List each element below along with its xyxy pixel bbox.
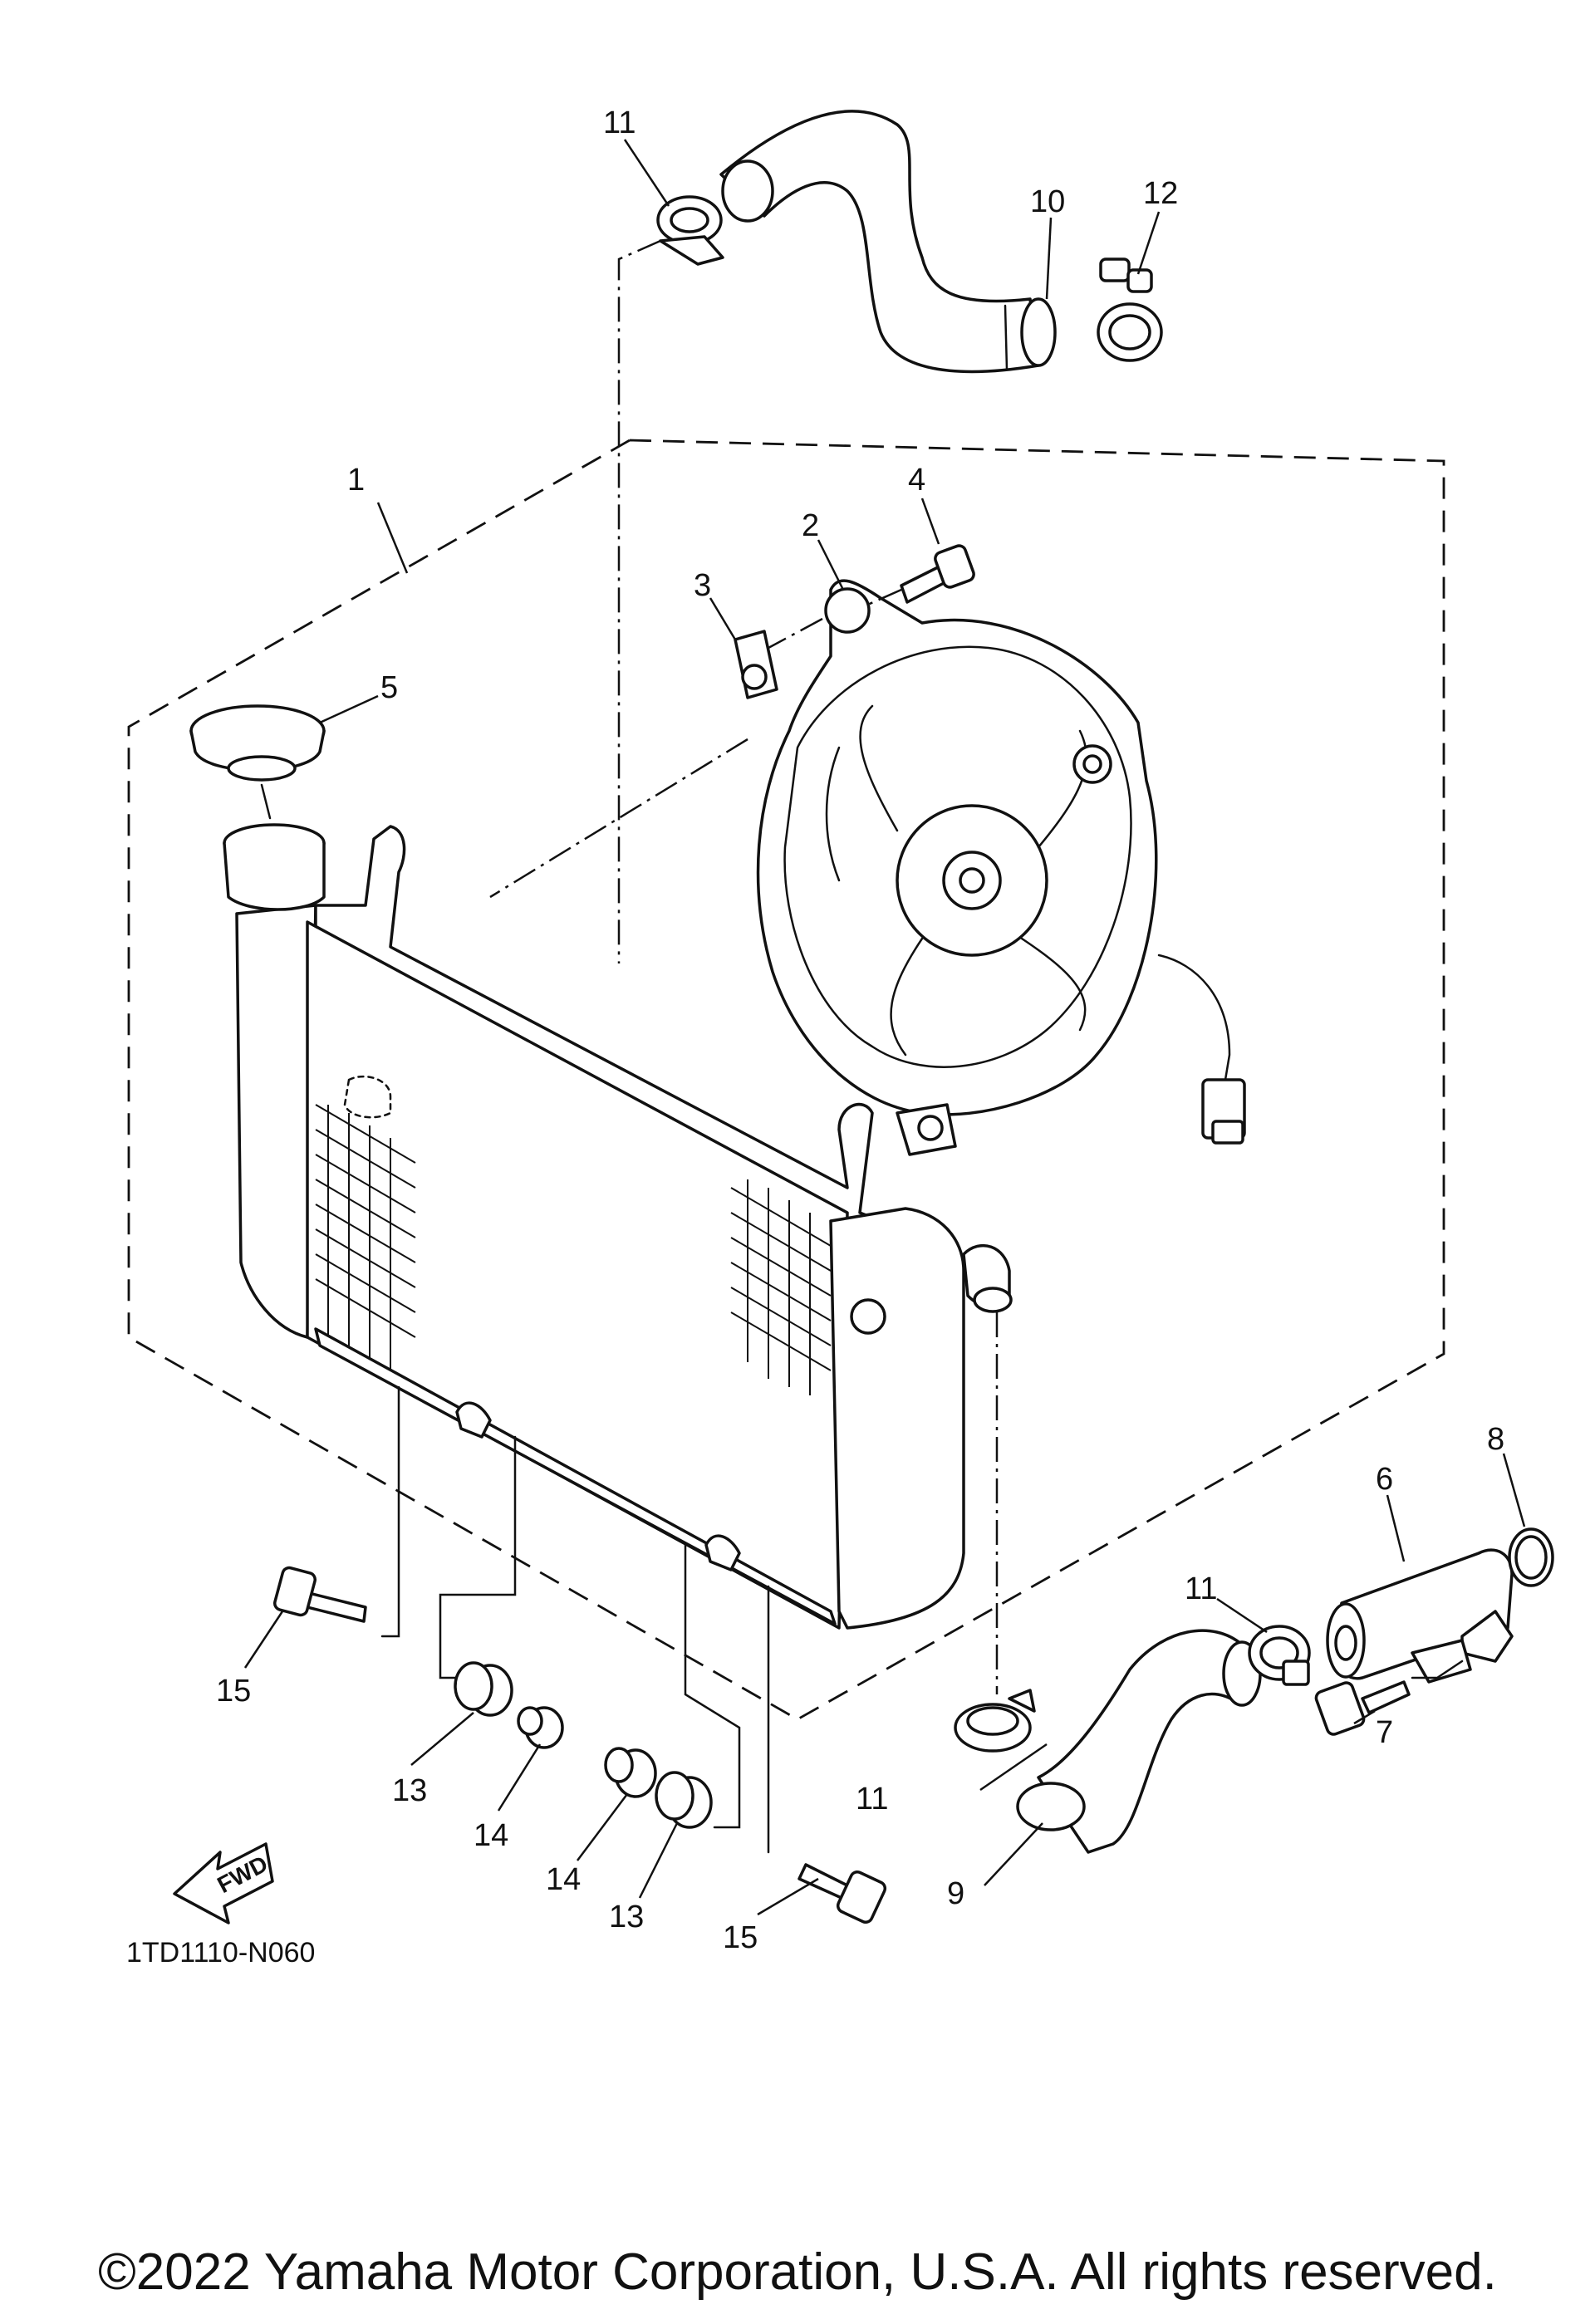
mount-line-right: [684, 1543, 741, 1829]
callout-8: 8: [1487, 1422, 1504, 1457]
radiator[interactable]: [223, 823, 1013, 1630]
mount-line-center: [439, 1435, 517, 1679]
lower-hose[interactable]: [1016, 1629, 1262, 1854]
callouts: 11 10 12 1 2 4 3 5 8 6 11 7 11 9 15 13 1…: [216, 105, 1504, 1955]
callout-13-left: 13: [392, 1773, 427, 1808]
grommet-13-right[interactable]: [655, 1771, 713, 1829]
callout-14-left: 14: [474, 1818, 508, 1853]
callout-15-left: 15: [216, 1674, 251, 1709]
grommet-13-left[interactable]: [454, 1661, 513, 1717]
upper-hose[interactable]: [719, 110, 1057, 374]
callout-1: 1: [347, 463, 365, 498]
callout-15-right: 15: [723, 1920, 758, 1955]
callout-11-lower-right: 11: [1185, 1571, 1217, 1606]
callout-14-right: 14: [546, 1862, 581, 1897]
callout-10: 10: [1030, 184, 1065, 219]
bolt-15-left[interactable]: [273, 1566, 367, 1623]
fan-mount-line-2: [489, 738, 748, 899]
fan-nut[interactable]: [734, 630, 778, 699]
callout-13-right: 13: [609, 1900, 644, 1934]
callout-5: 5: [380, 670, 398, 705]
radiator-cap[interactable]: [189, 704, 326, 782]
callout-4: 4: [908, 463, 925, 498]
fwd-arrow: FWD: [173, 1842, 274, 1924]
water-pipe-bolt-axis: [1411, 1660, 1464, 1679]
water-pipe[interactable]: [1326, 1548, 1514, 1684]
callout-7: 7: [1376, 1715, 1393, 1750]
mount-line-left: [380, 1385, 400, 1638]
bolt-axis: [863, 588, 902, 608]
copyright-notice: ©2022 Yamaha Motor Corporation, U.S.A. A…: [98, 2243, 1497, 2301]
water-pipe-bolt[interactable]: [1314, 1680, 1411, 1736]
cap-axis: [260, 783, 272, 820]
collar-14-right[interactable]: [604, 1747, 657, 1798]
callout-9: 9: [947, 1876, 964, 1911]
leader-lines: [243, 139, 1526, 1916]
callout-3: 3: [694, 568, 711, 603]
hose-routing-line-top: [617, 239, 661, 963]
callout-2: 2: [802, 508, 819, 543]
o-ring[interactable]: [1508, 1527, 1554, 1587]
callout-12: 12: [1143, 176, 1178, 211]
hose-clamp-12[interactable]: [1097, 257, 1163, 362]
hose-clamp-lower-right[interactable]: [1248, 1625, 1311, 1686]
cooling-fan[interactable]: [756, 579, 1246, 1156]
collar-14-left[interactable]: [517, 1706, 564, 1749]
callout-11-top: 11: [603, 105, 636, 140]
callout-11-lower-left: 11: [856, 1782, 888, 1817]
hose-clamp-lower-left[interactable]: [954, 1689, 1036, 1753]
assembly-boundary: [127, 439, 1445, 1721]
fan-washer[interactable]: [824, 587, 871, 634]
fan-bolt[interactable]: [900, 544, 975, 604]
drawing-code: 1TD1110-N060: [126, 1937, 315, 1969]
fan-mount-line: [768, 617, 823, 650]
bolt-15-right[interactable]: [798, 1863, 887, 1924]
hose-clamp-top[interactable]: [656, 195, 724, 266]
callout-6: 6: [1376, 1462, 1393, 1497]
